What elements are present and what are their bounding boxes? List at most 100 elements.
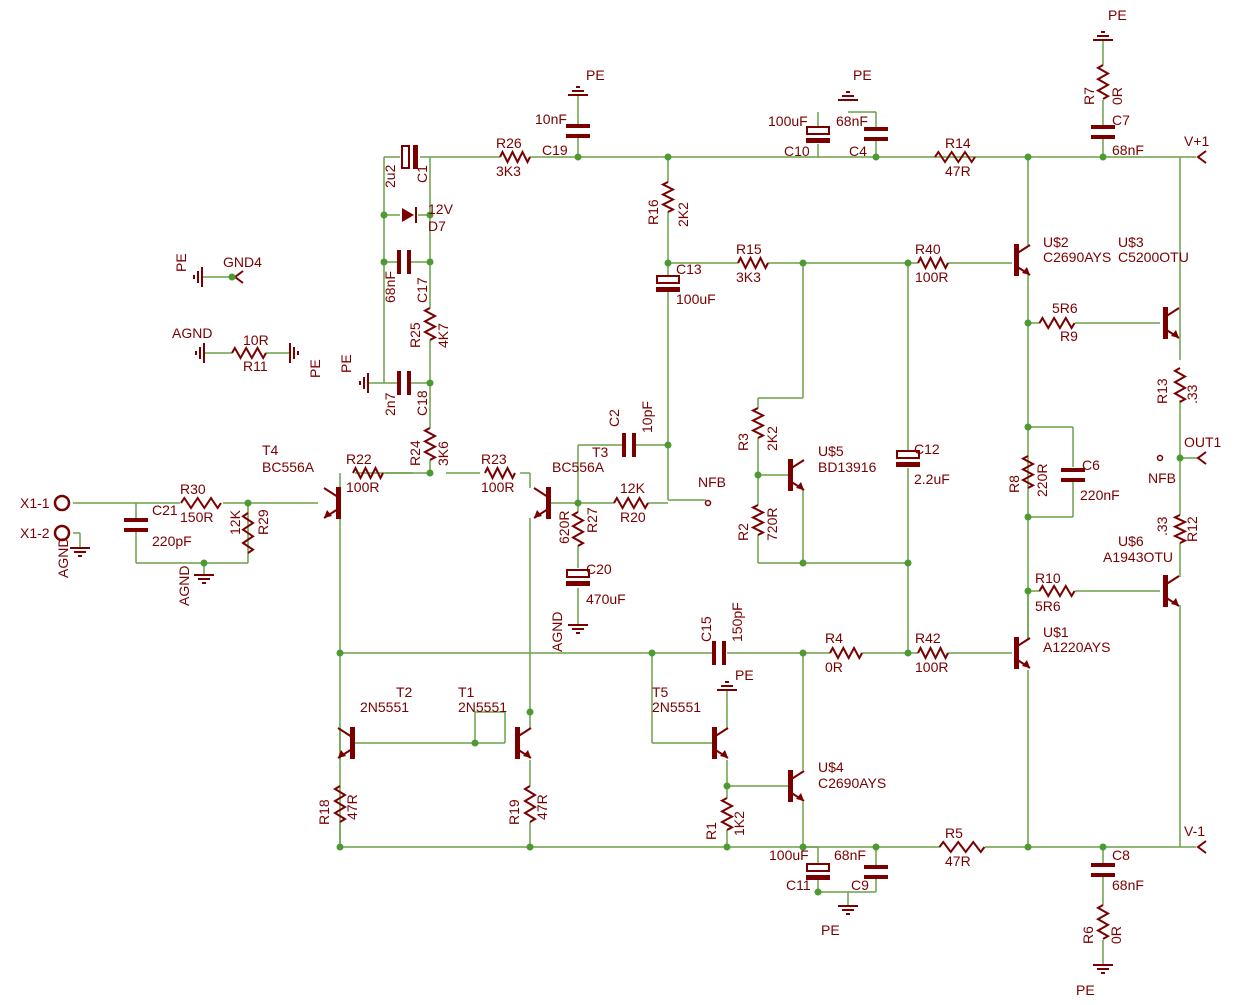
r15-resistor xyxy=(737,255,769,271)
pe-c10-ground xyxy=(838,91,858,101)
label-pe-t5: PE xyxy=(735,667,754,683)
label-c15-val: 150pF xyxy=(729,602,745,642)
c2-capacitor xyxy=(622,433,636,457)
label-r13-val: .33 xyxy=(1184,384,1200,404)
r30-resistor xyxy=(180,496,222,510)
r13-resistor xyxy=(1172,367,1188,403)
label-r3: R3 xyxy=(735,433,751,451)
label-r10-val: 5R6 xyxy=(1035,598,1061,614)
label-c4-val: 68nF xyxy=(836,113,868,129)
junction-dot-39 xyxy=(1099,843,1107,851)
label-r10: R10 xyxy=(1035,570,1061,586)
label-r9-val: 5R6 xyxy=(1052,300,1078,316)
label-r20: R20 xyxy=(620,509,646,525)
pe-gnd4-ground xyxy=(193,267,203,287)
junction-dot-3 xyxy=(1024,153,1032,161)
r42-resistor xyxy=(917,645,949,661)
label-pe-top: PE xyxy=(1108,7,1127,23)
x1-2-ground-symbol xyxy=(70,547,90,557)
label-r4: R4 xyxy=(825,630,843,646)
r12-resistor xyxy=(1172,514,1188,544)
label-r5: R5 xyxy=(945,825,963,841)
junction-dot-38 xyxy=(1024,843,1032,851)
label-u6: U$6 xyxy=(1118,533,1144,549)
label-pe-c11: PE xyxy=(821,922,840,938)
components xyxy=(53,31,1207,974)
label-r23: R23 xyxy=(481,451,507,467)
label-vminus: V-1 xyxy=(1184,823,1205,839)
label-t3: T3 xyxy=(592,444,609,460)
label-t5-val: 2N5551 xyxy=(652,699,701,715)
label-u3-val: C5200OTU xyxy=(1118,249,1189,265)
label-c18: C18 xyxy=(414,390,430,416)
label-pe-gnd4: PE xyxy=(173,253,189,272)
junction-dot-22 xyxy=(1024,587,1032,595)
label-u1: U$1 xyxy=(1043,624,1069,640)
r19-resistor xyxy=(523,785,537,823)
label-r24: R24 xyxy=(407,440,423,466)
label-r12-val: .33 xyxy=(1154,516,1170,536)
label-r2: R2 xyxy=(735,523,751,541)
label-r20-val: 12K xyxy=(620,480,646,496)
r25-resistor xyxy=(422,307,438,341)
label-t4: T4 xyxy=(262,442,279,458)
label-pe-c10: PE xyxy=(853,67,872,83)
label-r5-val: 47R xyxy=(945,853,971,869)
label-r1-val: 1K2 xyxy=(731,811,747,836)
label-r12: R12 xyxy=(1184,516,1200,542)
c7-capacitor xyxy=(1091,125,1115,139)
r29-resistor xyxy=(241,512,255,554)
pe-c18-ground xyxy=(359,373,369,393)
label-c11-val: 100uF xyxy=(769,847,809,863)
junction-dot-14 xyxy=(574,499,582,507)
label-t2: T2 xyxy=(396,684,413,700)
label-pe-c18: PE xyxy=(338,354,354,373)
c4-capacitor xyxy=(864,127,888,141)
label-c13: C13 xyxy=(676,261,702,277)
r24-resistor xyxy=(422,427,438,461)
r7-resistor xyxy=(1095,64,1111,100)
label-c9: C9 xyxy=(851,877,869,893)
u3-transistor xyxy=(1163,307,1180,339)
r14-resistor xyxy=(934,150,976,164)
c20-capacitor xyxy=(566,569,590,586)
junction-dot-32 xyxy=(723,782,731,790)
label-c12: C12 xyxy=(914,441,940,457)
r5-resistor xyxy=(938,840,986,854)
junction-dot-10 xyxy=(244,499,252,507)
label-c10-val: 100uF xyxy=(768,113,808,129)
label-c2-val: 10pF xyxy=(639,401,655,433)
label-agnd-x1: AGND xyxy=(55,538,71,578)
label-agnd-r11: AGND xyxy=(172,325,212,341)
junction-dot-0 xyxy=(574,153,582,161)
label-r40: R40 xyxy=(915,241,941,257)
c9-capacitor xyxy=(864,865,888,879)
label-nfb-right: NFB xyxy=(1148,470,1176,486)
label-u5: U$5 xyxy=(818,443,844,459)
label-r24-val: 3K6 xyxy=(435,441,451,466)
label-c19: C19 xyxy=(542,142,568,158)
label-t3-val: BC556A xyxy=(552,459,605,475)
label-r16: R16 xyxy=(645,199,661,225)
junction-dot-36 xyxy=(799,843,807,851)
c15-capacitor xyxy=(712,641,726,665)
u5-transistor xyxy=(788,459,805,491)
label-r14-val: 47R xyxy=(945,163,971,179)
c11-capacitor xyxy=(806,863,830,880)
label-c1: C1 xyxy=(414,165,430,183)
junction-dot-9 xyxy=(426,379,434,387)
out1-arrow xyxy=(1196,451,1207,465)
x1-1-terminal xyxy=(53,494,71,512)
junction-dot-28 xyxy=(799,649,807,657)
label-c7-val: 68nF xyxy=(1112,142,1144,158)
label-r8: R8 xyxy=(1006,475,1022,493)
label-agnd-c21: AGND xyxy=(176,566,192,606)
junction-dot-26 xyxy=(336,649,344,657)
u1-transistor xyxy=(1014,637,1031,669)
label-d7: D7 xyxy=(428,218,446,234)
label-u2-val: C2690AYS xyxy=(1043,249,1111,265)
wires xyxy=(73,40,1198,965)
c17-capacitor xyxy=(397,250,411,274)
r10-resistor xyxy=(1038,584,1076,598)
